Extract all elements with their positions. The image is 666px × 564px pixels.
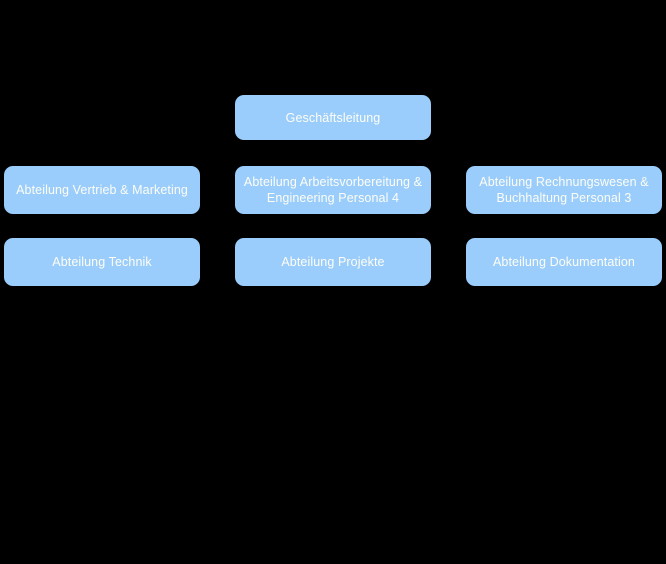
org-node-geschaeftsleitung[interactable]: Geschäftsleitung: [235, 95, 431, 140]
org-node-vertrieb-marketing[interactable]: Abteilung Vertrieb & Marketing: [4, 166, 200, 214]
org-node-label: Abteilung Projekte: [281, 255, 385, 269]
org-node-label: Abteilung Vertrieb & Marketing: [16, 183, 188, 197]
org-node-rechnungswesen-buchhaltung[interactable]: Abteilung Rechnungswesen & Buchhaltung P…: [466, 166, 662, 214]
org-node-label: Abteilung Dokumentation: [493, 255, 635, 269]
org-node-dokumentation[interactable]: Abteilung Dokumentation: [466, 238, 662, 286]
org-node-projekte[interactable]: Abteilung Projekte: [235, 238, 431, 286]
org-node-label: Abteilung Technik: [52, 255, 152, 269]
org-node-label: Abteilung Rechnungswesen & Buchhaltung P…: [479, 175, 649, 205]
org-node-arbeitsvorbereitung-engineering[interactable]: Abteilung Arbeitsvorbereitung & Engineer…: [235, 166, 431, 214]
org-node-label: Geschäftsleitung: [285, 110, 381, 125]
org-node-label: Abteilung Arbeitsvorbereitung & Engineer…: [243, 175, 423, 205]
org-node-technik[interactable]: Abteilung Technik: [4, 238, 200, 286]
